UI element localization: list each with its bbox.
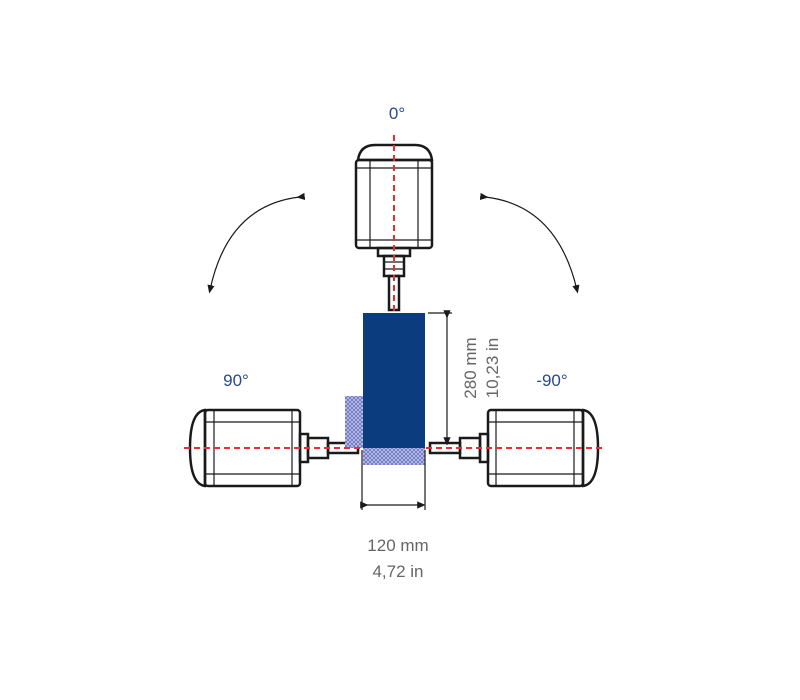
height-mm-label: 280 mm — [461, 337, 480, 398]
hatch-bottom — [363, 448, 425, 465]
motor-right — [428, 408, 600, 488]
mounting-block — [363, 313, 425, 448]
height-in-label: 10,23 in — [483, 338, 502, 399]
height-dimension — [428, 310, 452, 446]
width-in-label: 4,72 in — [372, 562, 423, 581]
rotation-arrow-left — [207, 192, 306, 294]
angle-label-minus-90: -90° — [536, 371, 567, 390]
hatch-left — [345, 396, 363, 448]
angle-label-90: 90° — [223, 371, 249, 390]
angle-label-0: 0° — [389, 104, 405, 123]
width-mm-label: 120 mm — [367, 536, 428, 555]
width-dimension — [360, 450, 426, 510]
rotation-arrow-right — [479, 192, 580, 294]
